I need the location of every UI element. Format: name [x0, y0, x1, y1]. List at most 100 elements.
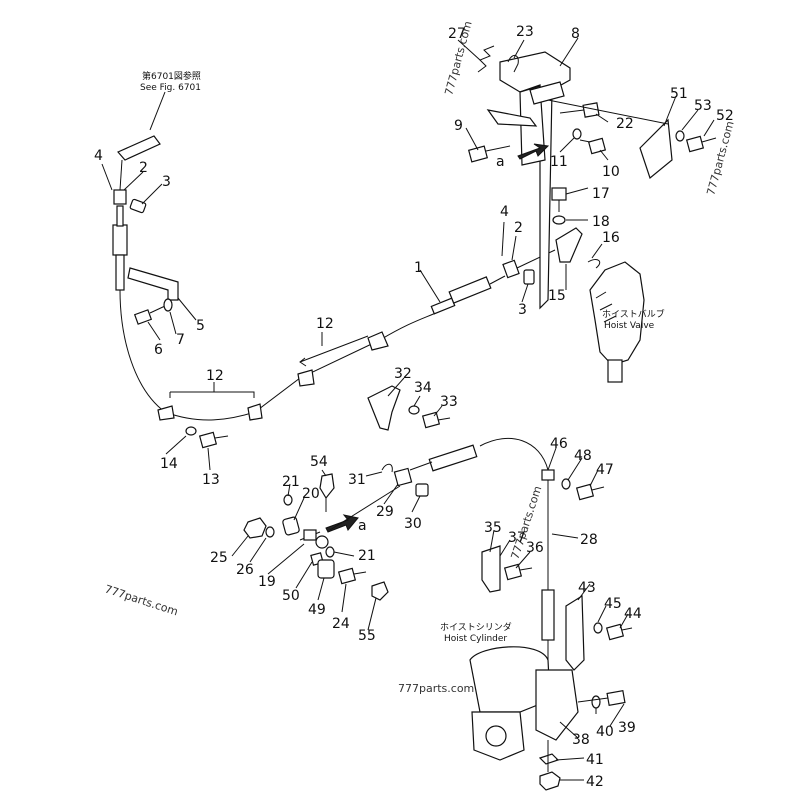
callout: 34	[414, 380, 432, 396]
bolt-36	[503, 563, 533, 581]
hoist-cylinder-label-en: Hoist Cylinder	[444, 634, 507, 644]
callout: 53	[694, 98, 712, 114]
callout: 8	[571, 26, 580, 42]
callout: 51	[670, 86, 688, 102]
pin	[523, 269, 535, 285]
valve-lever-15	[555, 227, 583, 263]
clevis-left	[113, 189, 127, 205]
callout: 25	[210, 550, 228, 566]
callout: 27	[448, 26, 466, 42]
callout: 3	[162, 174, 171, 190]
callout: 9	[454, 118, 463, 134]
pin-left	[129, 198, 147, 214]
clamp-lower-2	[247, 403, 263, 421]
callout: 6	[154, 342, 163, 358]
callout: 55	[358, 628, 376, 644]
callout: 54	[310, 454, 328, 470]
washer-34	[408, 405, 420, 415]
clevis	[502, 259, 520, 279]
callout: 52	[716, 108, 734, 124]
hoist-valve	[589, 261, 645, 366]
callout: 11	[550, 154, 568, 170]
callout: 4	[94, 148, 103, 164]
bracket-43	[565, 594, 585, 671]
callout: 37	[508, 530, 526, 546]
hoist-valve-label-jp: ホイストバルブ	[602, 308, 665, 320]
callout: 10	[602, 164, 620, 180]
cable-end-rod	[430, 297, 456, 315]
pin-30	[415, 483, 429, 497]
grease-fitting-54	[319, 473, 335, 500]
washer-40	[591, 695, 601, 709]
callout: 35	[484, 520, 502, 536]
washer-21-upper	[283, 494, 293, 506]
leader-lines	[101, 37, 715, 781]
callout: 40	[596, 724, 614, 740]
cable-rod-left	[115, 254, 125, 291]
callout: 46	[550, 436, 568, 452]
cable-tip-left	[116, 205, 124, 227]
watermark: 777parts.com	[103, 582, 180, 618]
bolt-10	[579, 137, 607, 155]
callout: 49	[308, 602, 326, 618]
spring-27	[477, 45, 495, 73]
callout: 33	[440, 394, 458, 410]
bracket-38	[535, 669, 579, 741]
callout: 22	[616, 116, 634, 132]
callout: 18	[592, 214, 610, 230]
washer-7	[163, 298, 173, 312]
lever-link	[117, 135, 161, 161]
callout: 48	[574, 448, 592, 464]
callout: 12	[316, 316, 334, 332]
clevis-29	[393, 467, 413, 487]
bolt-9	[467, 145, 511, 163]
callout-arrow-a-upper: a	[496, 154, 505, 170]
bolt-39	[577, 690, 626, 706]
part-number-callouts: 1 2 2 3 3 4 4 5 6 7 8 9 10 11 12 12 13 1…	[94, 24, 734, 790]
clamp-lower-1	[157, 405, 175, 421]
bolt-24	[337, 567, 367, 585]
bolt-52	[685, 135, 717, 153]
callout: 20	[302, 486, 320, 502]
lower-cable-end	[541, 589, 555, 641]
callout: 15	[548, 288, 566, 304]
callout: 23	[516, 24, 534, 40]
clip-46	[541, 469, 555, 481]
grease-fitting-55	[371, 581, 389, 601]
callout: 31	[348, 472, 366, 488]
washer-45	[593, 622, 603, 634]
cotter-16	[587, 259, 601, 269]
washer-53	[675, 130, 685, 142]
callout: 3	[518, 302, 527, 318]
callout: 4	[500, 204, 509, 220]
bracket-32	[367, 385, 401, 431]
nut-25	[243, 517, 267, 539]
callout: 12	[206, 368, 224, 384]
bracket-35	[481, 545, 501, 593]
cable-threaded-end-left	[112, 224, 128, 256]
bracket-left	[127, 267, 179, 301]
callout: 1	[414, 260, 423, 276]
watermark: 777parts.com	[704, 120, 736, 197]
bolt-17	[551, 187, 567, 212]
callout: 43	[578, 580, 596, 596]
cotter-pin-23	[507, 55, 519, 73]
valve-spool	[607, 359, 623, 383]
callout: 36	[526, 540, 544, 556]
bolt-33	[421, 411, 451, 429]
callout: 26	[236, 562, 254, 578]
callout: 2	[139, 160, 148, 176]
callout: 32	[394, 366, 412, 382]
callout: 28	[580, 532, 598, 548]
clamp-upper	[367, 331, 389, 351]
ref-note-jp: 第6701図参照	[142, 70, 201, 82]
callout: 5	[196, 318, 205, 334]
washer-21-lower	[325, 546, 335, 558]
ball-joint-19	[299, 529, 329, 549]
watermark: 777parts.com	[398, 682, 474, 695]
bolt-47	[575, 483, 605, 501]
lower-cable-threaded	[428, 444, 478, 472]
callout: 13	[202, 472, 220, 488]
